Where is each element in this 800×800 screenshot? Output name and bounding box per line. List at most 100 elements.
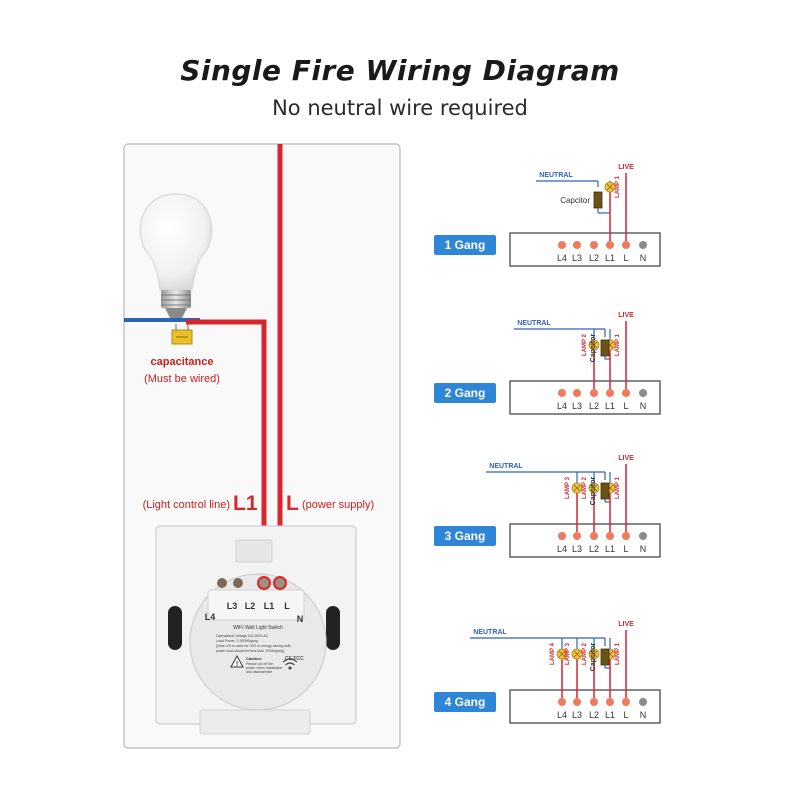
- switch-name-label: WIFI Wall Light Switch: [233, 625, 283, 631]
- lamp-cross: [606, 183, 614, 191]
- terminal-label-l2: L2: [589, 710, 599, 720]
- terminal-label-l1: L1: [605, 544, 615, 554]
- terminal-dot-l4: [558, 389, 566, 397]
- lamp-label: LAMP 1: [615, 333, 621, 356]
- ce-fcc-mark: CE FCC: [285, 656, 304, 662]
- terminal-dot-l4: [558, 698, 566, 706]
- terminal-label-l3: L3: [572, 544, 582, 554]
- capacitor-label: Capcitor: [560, 196, 590, 205]
- terminal-dot-l1: [606, 698, 614, 706]
- lamp-cross: [558, 650, 566, 658]
- lamp-cross: [573, 484, 581, 492]
- light-bulb-icon: [139, 193, 213, 318]
- live-label: LIVE: [618, 621, 634, 628]
- terminal-dot-l: [622, 241, 630, 249]
- terminal-dot-l3: [573, 698, 581, 706]
- neutral-label: NEUTRAL: [473, 629, 507, 636]
- terminal-dot-l2: [590, 532, 598, 540]
- l-big-label: L: [286, 492, 299, 515]
- terminal-label-l3: L3: [572, 253, 582, 263]
- terminal-dot-l1: [606, 389, 614, 397]
- lamp-label: LAMP 3: [565, 476, 571, 499]
- neutral-label: NEUTRAL: [517, 320, 551, 327]
- terminal-box: [509, 689, 661, 724]
- terminal-label-l: L: [623, 544, 628, 554]
- light-control-line-label: (Light control line): [143, 499, 230, 511]
- terminal-label-l: L: [623, 253, 628, 263]
- lamp-label: LAMP 2: [582, 642, 588, 665]
- capacitor-symbol: [600, 482, 610, 500]
- terminal-box: [509, 523, 661, 558]
- terminal-dot-l3: [573, 241, 581, 249]
- l1-big-label: L1: [233, 492, 258, 515]
- terminal-label-l2: L2: [589, 544, 599, 554]
- light-control-wire-l1: [186, 319, 267, 576]
- page-title: Single Fire Wiring Diagram: [180, 54, 620, 87]
- terminal-dot-l3: [573, 532, 581, 540]
- lamp-label: LAMP 2: [582, 333, 588, 356]
- capacitor-symbol: [600, 648, 610, 666]
- spec-line-1: Operational Voltage:110-250V AC: [216, 634, 269, 638]
- capacitor-symbol: [600, 339, 610, 357]
- capacitor-icon: [171, 324, 193, 345]
- capacitance-note: (Must be wired): [144, 373, 220, 385]
- switch-terminal-l: L: [284, 601, 290, 611]
- terminal-dot-l1: [606, 532, 614, 540]
- terminal-label-l4: L4: [557, 401, 567, 411]
- terminal-label-n: N: [640, 544, 647, 554]
- gang-badge-label: 2 Gang: [445, 386, 486, 400]
- terminal-label-l4: L4: [557, 710, 567, 720]
- terminal-dot-l2: [590, 241, 598, 249]
- caution-line-1: Please cut off the: [246, 662, 273, 666]
- gang-badge: [434, 526, 496, 546]
- terminal-label-l3: L3: [572, 710, 582, 720]
- live-label: LIVE: [618, 312, 634, 319]
- terminal-dot-l3: [573, 389, 581, 397]
- terminal-label-l4: L4: [557, 253, 567, 263]
- gang-badge-label: 1 Gang: [445, 238, 486, 252]
- page-subtitle: No neutral wire required: [272, 96, 528, 120]
- switch-terminal-l3: L3: [227, 601, 238, 611]
- warning-icon: !: [230, 654, 244, 668]
- capacitance-label: capacitance: [151, 356, 214, 368]
- terminal-dot-n: [639, 389, 647, 397]
- spec-line-3: (Note: If it is used for LED or energy s…: [216, 644, 292, 648]
- capacitor-label: Capcitor: [590, 643, 597, 672]
- switch-terminal-l4: L4: [205, 612, 216, 622]
- terminal-label-l2: L2: [589, 253, 599, 263]
- capacitor-label: Capcitor: [590, 334, 597, 363]
- wifi-icon: [282, 658, 298, 670]
- terminal-label-l: L: [623, 710, 628, 720]
- terminal-dot-l4: [558, 532, 566, 540]
- terminal-label-n: N: [640, 710, 647, 720]
- live-label: LIVE: [618, 455, 634, 462]
- terminal-dot-n: [639, 532, 647, 540]
- terminal-box: [509, 380, 661, 415]
- svg-text:!: !: [236, 661, 238, 668]
- gang-badge: [434, 235, 496, 255]
- lamp-label: LAMP 2: [582, 476, 588, 499]
- gang-badge-label: 4 Gang: [445, 695, 486, 709]
- caution-line-2: power when installation: [246, 666, 282, 670]
- gang-badge: [434, 383, 496, 403]
- terminal-dot-l1: [606, 241, 614, 249]
- lamp-cross: [590, 650, 598, 658]
- terminal-dot-n: [639, 241, 647, 249]
- live-label: LIVE: [618, 164, 634, 171]
- gang-badge: [434, 692, 496, 712]
- terminal-dot-l4: [558, 241, 566, 249]
- terminal-dot-n: [639, 698, 647, 706]
- lamp-cross: [590, 341, 598, 349]
- terminal-label-l1: L1: [605, 253, 615, 263]
- caution-title: Caution:: [246, 656, 262, 661]
- gang-badge-label: 3 Gang: [445, 529, 486, 543]
- terminal-label-l3: L3: [572, 401, 582, 411]
- terminal-dot-l: [622, 698, 630, 706]
- switch-terminal-l1: L1: [264, 601, 275, 611]
- switch-terminal-n: N: [297, 614, 304, 624]
